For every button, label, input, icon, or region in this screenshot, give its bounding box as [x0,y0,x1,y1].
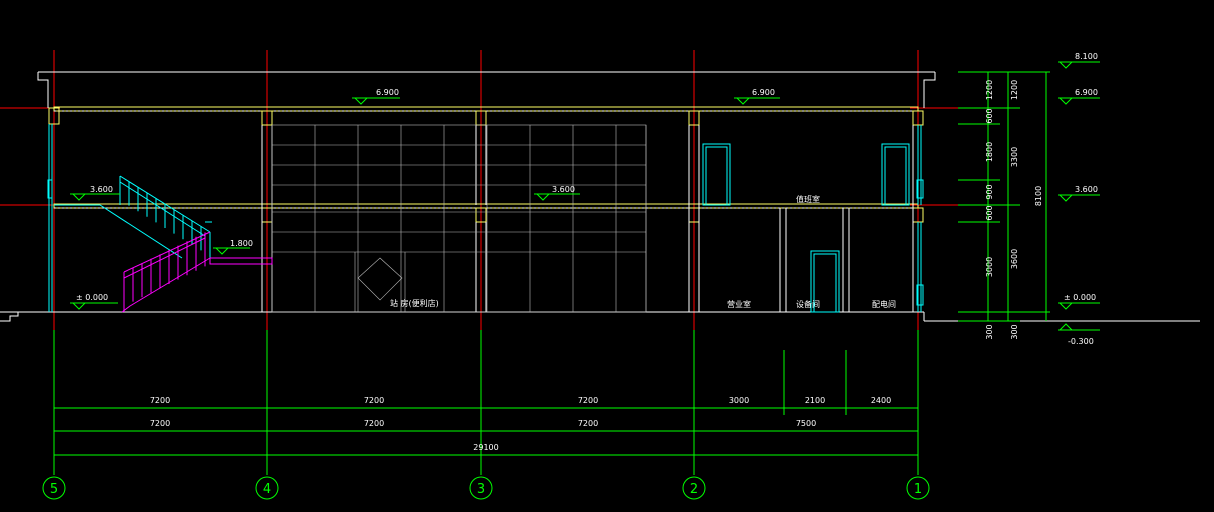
vdim-a-7: 300 [985,324,994,339]
room-business: 营业室 [727,299,751,309]
level-upper-b: 6.900 [752,88,775,97]
vdim-b-3: 3600 [1010,249,1019,269]
room-equipment: 设备间 [796,299,820,309]
vdim-a-4: 900 [985,184,994,199]
walls [261,125,914,312]
room-shop: 站 房(便利店) [390,298,439,308]
axis-bubble-2 [682,476,706,500]
stair-lower-balusters [123,232,206,306]
axis-label-4: 4 [263,482,271,497]
shop-entrance [354,252,406,312]
vdim-b-4: 300 [1010,324,1019,339]
vdim-total: 8100 [1034,186,1043,206]
axis-label-5: 5 [50,482,58,497]
vdim-a-1: 1200 [985,80,994,100]
axis-bubbles [42,476,930,500]
level-mid-b: 3.600 [1075,185,1098,194]
vertical-chain-b: 1200 3300 3600 300 8100 [1010,80,1043,340]
vdim-a-2: 600 [985,108,994,123]
level-stair-landing: 3.600 [90,185,113,194]
vdim-a-3: 1800 [985,142,994,162]
room-power: 配电间 [872,299,896,309]
level-upper-a: 6.900 [376,88,399,97]
dim-r2-d: 7500 [796,419,816,428]
vdim-b-1: 1200 [1010,80,1019,100]
dim-r2-b: 7200 [364,419,384,428]
curtain-wall-grid [271,124,647,313]
dim-r1-e: 2100 [805,396,825,405]
dim-r2-c: 7200 [578,419,598,428]
dim-r1-f: 2400 [871,396,891,405]
horizontal-dimensions [53,330,919,475]
axis-label-3: 3 [477,482,485,497]
dim-r2-a: 7200 [150,419,170,428]
axis-label-2: 2 [690,482,698,497]
vdim-a-6: 3000 [985,257,994,277]
axis-bubble-3 [469,476,493,500]
dim-r1-d: 3000 [729,396,749,405]
dim-r1-b: 7200 [364,396,384,405]
level-mid-a: 3.600 [552,185,575,194]
level-half-landing: 1.800 [230,239,253,248]
axis-label-1: 1 [914,482,922,497]
level-ground-right: ± 0.000 [1064,293,1096,302]
right-level-markers [1058,61,1100,331]
level-right-upper: 6.900 [1075,88,1098,97]
dim-r1-c: 7200 [578,396,598,405]
vdim-b-2: 3300 [1010,147,1019,167]
axis-bubble-1 [906,476,930,500]
dim-total: 29100 [473,443,498,452]
doors [702,143,910,313]
axis-bubble-4 [255,476,279,500]
room-duty: 值班室 [796,194,820,204]
axis-bubble-5 [42,476,66,500]
stair-landing [209,257,273,265]
level-outdoor: -0.300 [1068,337,1094,346]
level-markers [70,97,780,310]
vdim-a-5: 600 [985,205,994,220]
level-ground: ± 0.000 [76,293,108,302]
vertical-chain-a: 1200 600 1800 900 600 3000 300 [985,80,994,340]
stair-upper-balusters [119,176,202,251]
level-roof: 8.100 [1075,52,1098,61]
vertical-dimensions [958,71,1050,322]
dim-r1-a: 7200 [150,396,170,405]
side-windows [47,124,924,312]
